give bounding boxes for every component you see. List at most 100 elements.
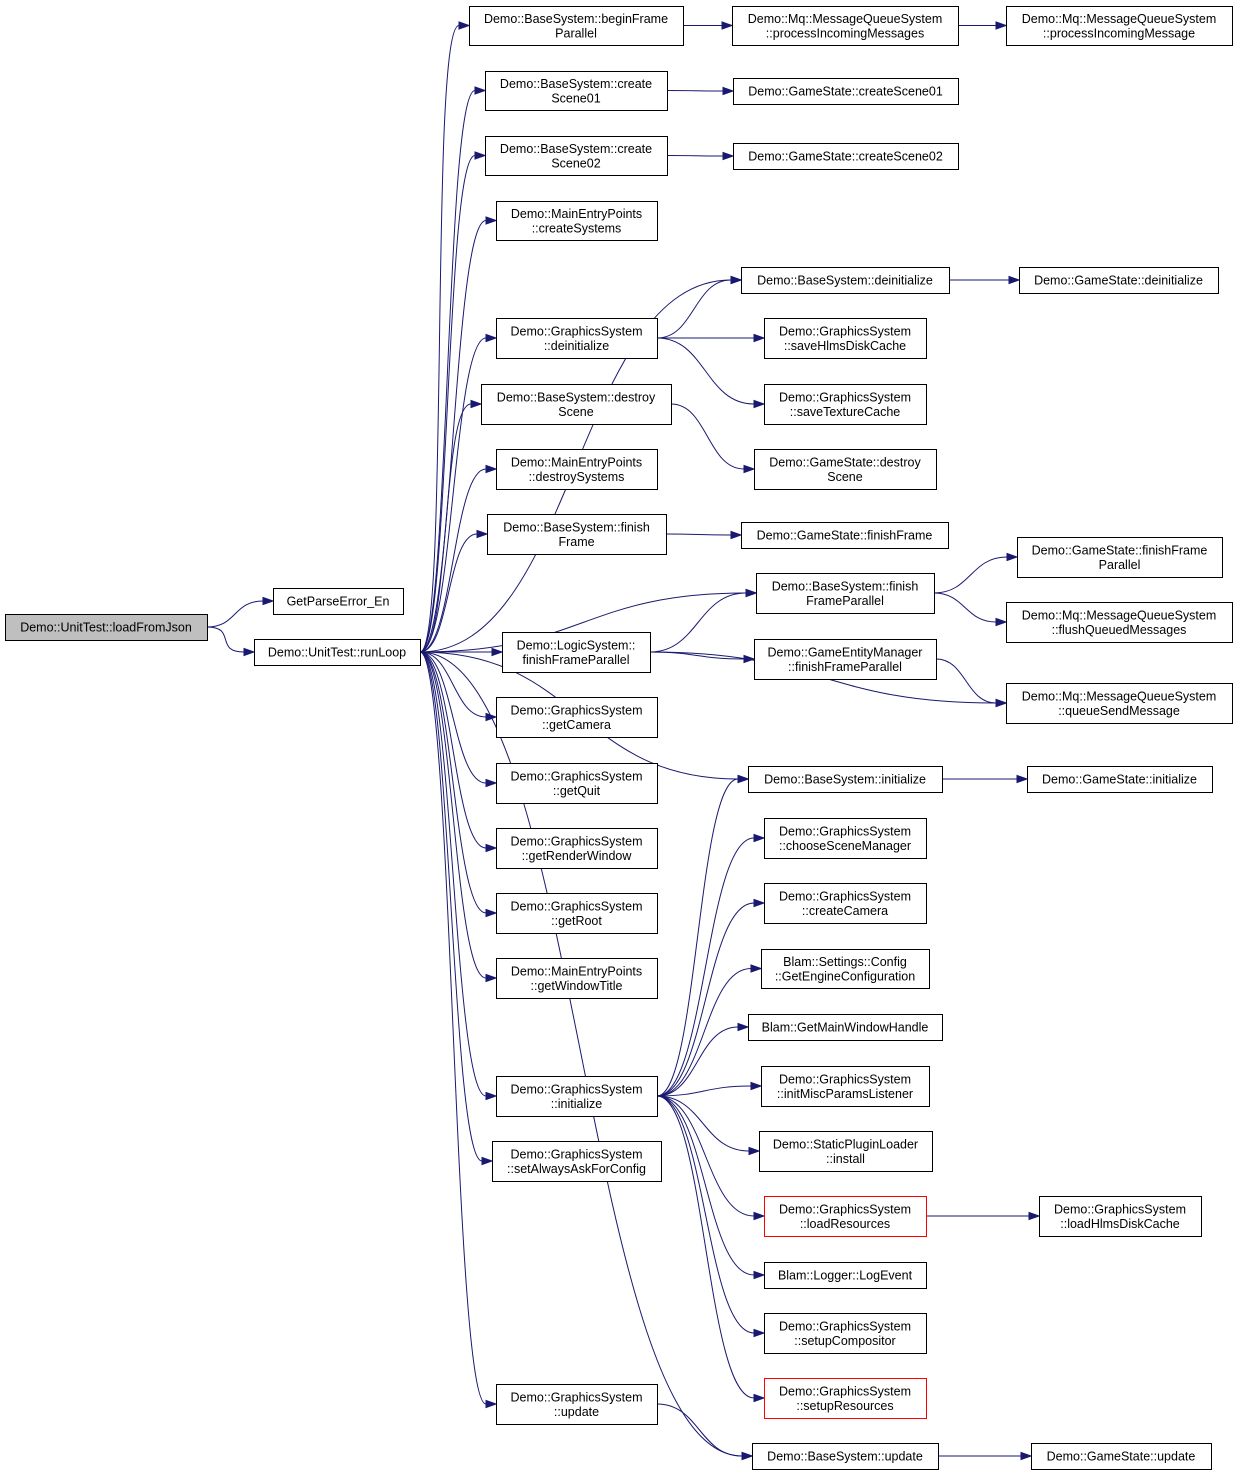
node-label: ::processIncomingMessage [1043, 26, 1195, 40]
graph-node-grs_getcam[interactable]: Demo::GraphicsSystem::getCamera [496, 697, 658, 738]
edge-line [665, 533, 732, 536]
edge-arrowhead-icon [730, 275, 743, 285]
graph-node-mq_flush[interactable]: Demo::Mq::MessageQueueSystem::flushQueue… [1006, 602, 1233, 643]
graph-node-gst_update[interactable]: Demo::GameState::update [1031, 1443, 1212, 1470]
call-edge-bs_finish-to-gst_finish [665, 530, 743, 540]
graph-node-bs_cs01[interactable]: Demo::BaseSystem::createScene01 [485, 71, 668, 111]
graph-node-blam_hwnd[interactable]: Blam::GetMainWindowHandle [748, 1014, 943, 1041]
node-label: Demo::GraphicsSystem [511, 1147, 643, 1161]
graph-node-runloop[interactable]: Demo::UnitTest::runLoop [254, 639, 421, 666]
node-box [754, 449, 937, 490]
graph-node-mq_queue[interactable]: Demo::Mq::MessageQueueSystem::queueSendM… [1006, 683, 1233, 724]
node-box [732, 6, 959, 46]
call-edge-bs_cs01-to-gs_cs01 [666, 86, 735, 96]
edge-arrowhead-icon [730, 530, 743, 540]
graph-node-grs_getquit[interactable]: Demo::GraphicsSystem::getQuit [496, 763, 658, 804]
graph-node-gem_finishpar[interactable]: Demo::GameEntityManager::finishFramePara… [754, 639, 937, 680]
graph-node-grs_createcam[interactable]: Demo::GraphicsSystem::createCamera [764, 883, 927, 924]
edge-arrowhead-icon [474, 151, 487, 160]
call-edge-grs_init-to-blam_hwnd [656, 1022, 750, 1097]
call-edge-bs_finishpar-to-mq_flush [933, 592, 1008, 627]
graph-node-gst_init[interactable]: Demo::GameState::initialize [1027, 766, 1213, 793]
graph-node-spl_install[interactable]: Demo::StaticPluginLoader::install [759, 1131, 933, 1172]
edge-line [656, 837, 755, 1097]
edge-line [419, 651, 483, 1162]
graph-node-grs_deinit[interactable]: Demo::GraphicsSystem::deinitialize [496, 318, 658, 359]
node-label: Demo::GraphicsSystem [511, 769, 643, 783]
edge-line [666, 90, 724, 92]
graph-node-bs_init[interactable]: Demo::BaseSystem::initialize [748, 766, 943, 793]
graph-node-blam_config[interactable]: Blam::Settings::Config::GetEngineConfigu… [761, 949, 930, 989]
edge-arrowhead-icon [474, 86, 487, 95]
graph-node-gst_finishpar[interactable]: Demo::GameState::finishFrameParallel [1017, 537, 1223, 578]
node-label: Demo::Mq::MessageQueueSystem [1022, 12, 1217, 26]
graph-node-grs_loadhlms[interactable]: Demo::GraphicsSystem::loadHlmsDiskCache [1039, 1196, 1202, 1237]
graph-node-grs_setupres[interactable]: Demo::GraphicsSystem::setupResources [764, 1378, 927, 1419]
edge-arrowhead-icon [1016, 774, 1029, 784]
graph-node-grs_getroot[interactable]: Demo::GraphicsSystem::getRoot [496, 893, 658, 934]
call-edge-grs_init-to-spl_install [656, 1095, 761, 1156]
edge-line [419, 90, 476, 653]
graph-node-grs_getrw[interactable]: Demo::GraphicsSystem::getRenderWindow [496, 828, 658, 869]
graph-node-bs_update[interactable]: Demo::BaseSystem::update [752, 1443, 939, 1470]
graph-node-gs_cs01[interactable]: Demo::GameState::createScene01 [733, 78, 959, 105]
graph-node-grs_setupcomp[interactable]: Demo::GraphicsSystem::setupCompositor [764, 1313, 927, 1354]
node-label: ::loadHlmsDiskCache [1060, 1217, 1180, 1231]
edge-line [419, 651, 487, 1405]
graph-node-mep_destroy[interactable]: Demo::MainEntryPoints::destroySystems [496, 449, 658, 490]
graph-node-blam_log[interactable]: Blam::Logger::LogEvent [764, 1262, 927, 1289]
node-label: Demo::GraphicsSystem [511, 703, 643, 717]
graph-node-gst_deinit[interactable]: Demo::GameState::deinitialize [1019, 267, 1219, 294]
node-label: Demo::GraphicsSystem [779, 824, 911, 838]
graph-node-bs_finish[interactable]: Demo::BaseSystem::finishFrame [487, 514, 667, 555]
graph-node-grs_init[interactable]: Demo::GraphicsSystem::initialize [496, 1076, 658, 1117]
edge-arrowhead-icon [485, 843, 498, 853]
node-label: Demo::UnitTest::runLoop [268, 646, 406, 660]
node-label: ::setupCompositor [794, 1334, 895, 1348]
graph-node-bs_deinit[interactable]: Demo::BaseSystem::deinitialize [741, 267, 950, 294]
node-box [764, 1262, 927, 1289]
graph-node-mq_procs[interactable]: Demo::Mq::MessageQueueSystem::processInc… [732, 6, 959, 46]
graph-node-root[interactable]: Demo::UnitTest::loadFromJson [5, 614, 208, 641]
node-label: Demo::GameState::destroy [769, 455, 921, 469]
call-edge-grs_loadres-to-grs_loadhlms [925, 1211, 1041, 1221]
graph-node-gpe[interactable]: GetParseError_En [273, 588, 404, 615]
node-label: Blam::Settings::Config [783, 955, 907, 969]
edge-line [656, 1095, 755, 1399]
graph-node-mq_proc[interactable]: Demo::Mq::MessageQueueSystem::processInc… [1006, 6, 1233, 46]
graph-node-grs_savetex[interactable]: Demo::GraphicsSystem::saveTextureCache [764, 384, 927, 425]
graph-node-bs_cs02[interactable]: Demo::BaseSystem::createScene02 [485, 136, 668, 176]
graph-node-grs_savehlms[interactable]: Demo::GraphicsSystem::saveHlmsDiskCache [764, 318, 927, 359]
graph-node-grs_update[interactable]: Demo::GraphicsSystem::update [496, 1384, 658, 1425]
node-box [5, 614, 208, 641]
edge-arrowhead-icon [750, 1081, 763, 1091]
graph-node-grs_setask[interactable]: Demo::GraphicsSystem::setAlwaysAskForCon… [492, 1141, 662, 1182]
graph-node-mep_title[interactable]: Demo::MainEntryPoints::getWindowTitle [496, 958, 658, 999]
node-box [496, 893, 658, 934]
graph-node-bs_finishpar[interactable]: Demo::BaseSystem::finishFrameParallel [756, 573, 935, 614]
call-edge-bs_destroy-to-gst_destroy [670, 403, 756, 474]
call-edge-runloop-to-bs_cs02 [419, 151, 487, 653]
graph-node-grs_initmisc[interactable]: Demo::GraphicsSystem::initMiscParamsList… [761, 1066, 930, 1107]
edge-arrowhead-icon [753, 1328, 766, 1338]
graph-node-grs_loadres[interactable]: Demo::GraphicsSystem::loadResources [764, 1196, 927, 1237]
graph-node-ls_finishpar[interactable]: Demo::LogicSystem::finishFrameParallel [502, 632, 651, 673]
call-nodes: Demo::UnitTest::loadFromJson GetParseErro… [5, 6, 1233, 1470]
node-label: Demo::MainEntryPoints [511, 455, 642, 469]
edge-arrowhead-icon [1006, 552, 1019, 562]
node-label: ::update [554, 1405, 599, 1419]
graph-node-gs_cs02[interactable]: Demo::GameState::createScene02 [733, 143, 959, 170]
node-box [1017, 537, 1223, 578]
node-box [1039, 1196, 1202, 1237]
node-box [1019, 267, 1219, 294]
node-label: Demo::Mq::MessageQueueSystem [1022, 608, 1217, 622]
graph-node-gst_finish[interactable]: Demo::GameState::finishFrame [741, 522, 949, 549]
graph-node-grs_choose[interactable]: Demo::GraphicsSystem::chooseSceneManager [764, 818, 927, 859]
graph-node-mep_create[interactable]: Demo::MainEntryPoints::createSystems [496, 201, 658, 241]
node-label: Demo::GameState::createScene01 [748, 85, 943, 99]
node-label: Demo::GraphicsSystem [779, 1072, 911, 1086]
